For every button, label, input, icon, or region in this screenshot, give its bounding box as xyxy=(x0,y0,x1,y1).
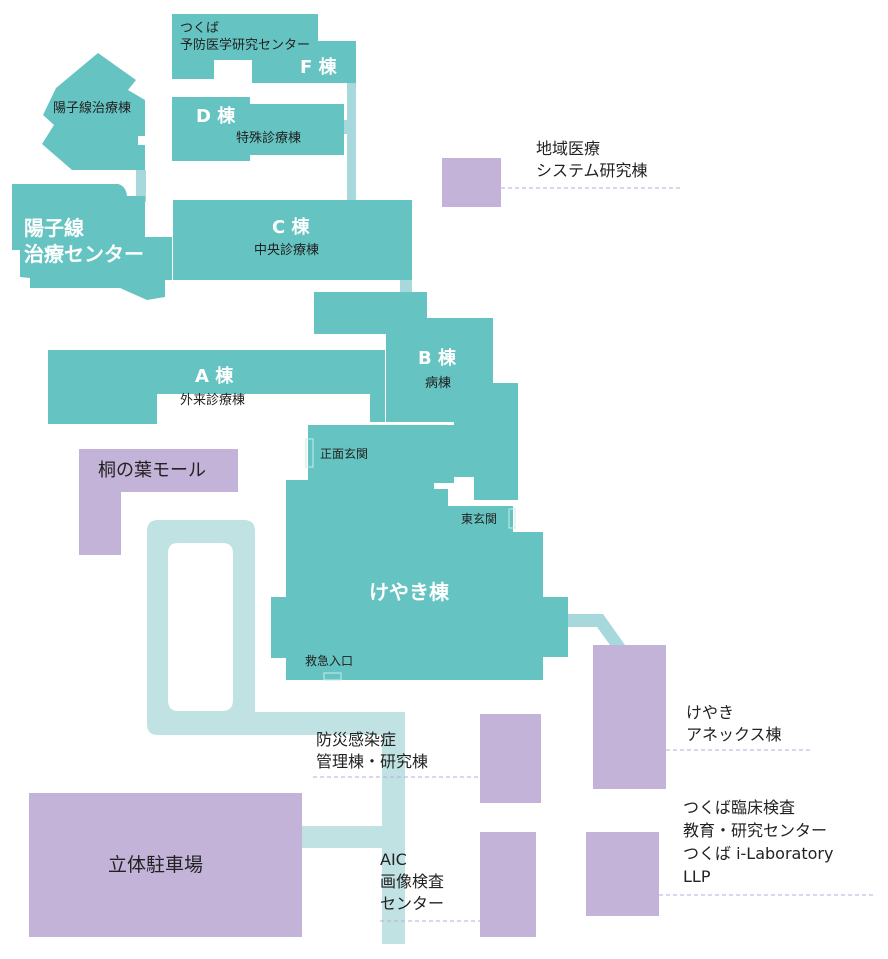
building-b-sub: 病棟 xyxy=(425,376,452,391)
building-c-sub: 中央診療棟 xyxy=(254,243,320,258)
building-d-name[interactable]: D 棟 xyxy=(196,106,236,127)
callout-disaster-line1: 防災感染症 xyxy=(316,730,397,749)
callout-regional-line1: 地域医療 xyxy=(536,139,601,158)
building-f xyxy=(172,14,356,83)
connector-proton xyxy=(136,170,146,202)
entrance-emergency-label: 救急入口 xyxy=(305,654,354,668)
callout-aic-line2: 画像検査 xyxy=(380,872,445,891)
callout-lab[interactable]: つくば臨床検査 教育・研究センター つくば i-Laboratory LLP xyxy=(683,796,833,888)
building-b-name[interactable]: B 棟 xyxy=(418,348,456,369)
building-proton-center-line1: 陽子線 xyxy=(24,216,84,240)
callout-disaster[interactable]: 防災感染症 管理棟・研究棟 xyxy=(316,729,428,773)
building-proton-center-line2: 治療センター xyxy=(24,242,144,266)
building-a xyxy=(48,350,385,424)
entrance-east-label: 東玄関 xyxy=(461,512,498,526)
hospital-buildings xyxy=(12,14,568,680)
building-aic[interactable] xyxy=(480,832,536,937)
walkway-loop xyxy=(147,520,405,944)
building-a-sub: 外来診療棟 xyxy=(180,393,246,408)
entrance-main-label: 正面玄関 xyxy=(320,447,369,461)
callout-regional-line2: システム研究棟 xyxy=(536,161,648,180)
building-keyaki xyxy=(271,425,568,680)
external-buildings xyxy=(29,158,666,937)
building-a-left xyxy=(48,350,148,424)
callout-annex-line2: アネックス棟 xyxy=(686,725,782,744)
callout-regional[interactable]: 地域医療 システム研究棟 xyxy=(536,138,648,182)
leader-lines xyxy=(313,187,876,922)
building-d-sub: 特殊診療棟 xyxy=(236,131,302,146)
building-f-line2: 予防医学研究センター xyxy=(180,38,311,53)
building-proton-center-label[interactable]: 陽子線 治療センター xyxy=(24,215,144,267)
callout-annex[interactable]: けやき アネックス棟 xyxy=(686,702,782,746)
connector-f-c xyxy=(347,83,356,201)
building-b xyxy=(314,292,518,500)
callout-lab-line2: 教育・研究センター xyxy=(683,821,828,840)
building-annex[interactable] xyxy=(593,645,666,789)
entrance-emergency-marker[interactable] xyxy=(323,672,342,681)
building-lab[interactable] xyxy=(586,832,659,916)
building-c-name[interactable]: C 棟 xyxy=(272,217,310,238)
connector-d-f xyxy=(343,120,356,134)
connector-keyaki-annex xyxy=(568,614,625,645)
building-f-name[interactable]: F 棟 xyxy=(300,57,337,78)
building-parking-label[interactable]: 立体駐車場 xyxy=(108,854,204,876)
building-parking[interactable] xyxy=(29,793,302,937)
building-kirinoha-mall[interactable] xyxy=(79,449,238,555)
building-kirinoha-label[interactable]: 桐の葉モール xyxy=(98,460,206,481)
building-regional-research[interactable] xyxy=(442,158,501,207)
connectors xyxy=(136,83,625,645)
entrance-east-marker[interactable] xyxy=(508,508,516,529)
entrance-markers xyxy=(305,438,516,681)
building-proton-small-label[interactable]: 陽子線治療棟 xyxy=(53,101,132,116)
entrance-main-marker[interactable] xyxy=(305,438,314,468)
building-proton-center xyxy=(12,184,172,300)
callout-lab-line1: つくば臨床検査 xyxy=(683,798,796,817)
building-f-line1: つくば xyxy=(180,21,220,36)
building-disaster-research[interactable] xyxy=(480,714,541,803)
callout-annex-line1: けやき xyxy=(686,703,735,722)
building-proton-small xyxy=(42,53,145,170)
callout-lab-line3: つくば i-Laboratory xyxy=(683,844,834,863)
building-c xyxy=(173,200,412,280)
building-a-name[interactable]: A 棟 xyxy=(195,366,234,387)
callout-aic[interactable]: AIC 画像検査 センター xyxy=(380,849,444,915)
walkways xyxy=(147,520,405,944)
building-f-label[interactable]: つくば 予防医学研究センター xyxy=(180,20,310,54)
building-keyaki-name[interactable]: けやき棟 xyxy=(369,580,449,604)
callout-lab-line4: LLP xyxy=(683,867,711,886)
connector-c-b xyxy=(400,280,412,292)
callout-disaster-line2: 管理棟・研究棟 xyxy=(316,752,429,771)
building-d xyxy=(172,97,344,161)
callout-aic-line3: センター xyxy=(380,894,445,913)
callout-aic-line1: AIC xyxy=(380,850,407,869)
